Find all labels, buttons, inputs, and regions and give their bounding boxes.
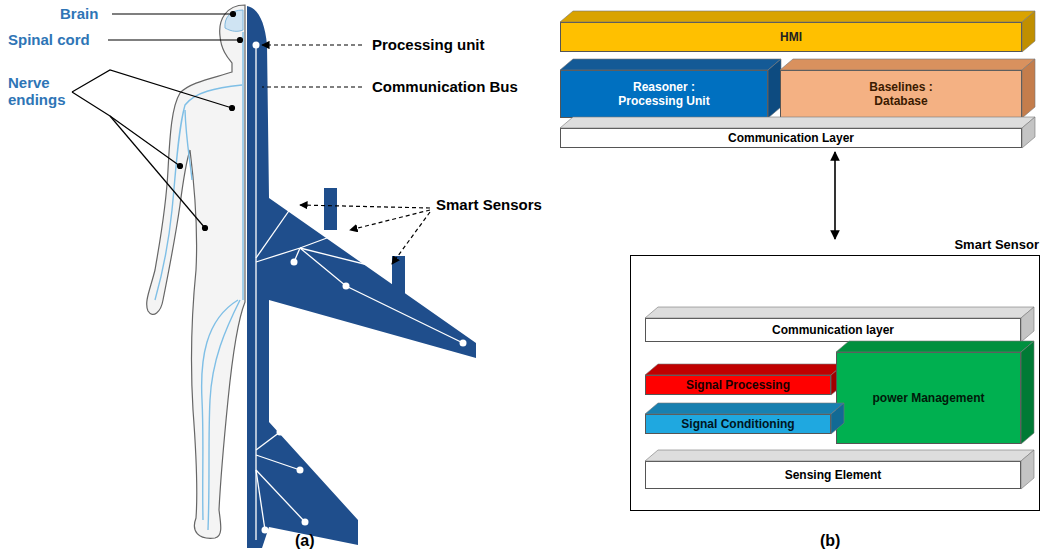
leader-lines bbox=[72, 12, 243, 231]
drawing-stroke bbox=[262, 527, 269, 534]
drawing-stroke bbox=[253, 42, 260, 49]
drawing-stroke bbox=[231, 12, 236, 17]
drawing-stroke bbox=[460, 340, 467, 347]
drawing-stroke bbox=[385, 267, 392, 274]
drawing-stroke bbox=[256, 455, 300, 470]
drawing-stroke bbox=[255, 45, 256, 540]
drawing-stroke bbox=[262, 44, 362, 45]
drawing-stroke bbox=[208, 300, 240, 530]
layer-slab: Sensing Element bbox=[645, 461, 1021, 489]
slab-top-face bbox=[780, 59, 1035, 70]
brain bbox=[225, 10, 243, 31]
part-label: Smart Sensors bbox=[436, 196, 542, 213]
drawing-stroke bbox=[256, 470, 305, 522]
slab-top-face bbox=[560, 11, 1035, 22]
slab-side-face bbox=[1021, 307, 1034, 342]
drawing-stroke bbox=[350, 210, 430, 230]
drawing-stroke bbox=[291, 259, 298, 266]
drawing-stroke bbox=[185, 110, 192, 180]
drawing-stroke bbox=[297, 467, 304, 474]
box-heading: Smart Sensor bbox=[954, 237, 1039, 253]
sensor-dot bbox=[253, 42, 467, 534]
dashed-arrows bbox=[262, 45, 430, 264]
layer-label: Communication Layer bbox=[728, 131, 854, 145]
anatomy-label: Spinal cord bbox=[8, 31, 90, 48]
engine-pylon bbox=[324, 188, 337, 230]
sensor-network bbox=[256, 45, 463, 540]
slab-top-face bbox=[645, 403, 844, 414]
drawing-stroke bbox=[256, 232, 343, 262]
drawing-stroke bbox=[290, 202, 297, 209]
drawing-stroke bbox=[392, 212, 430, 264]
drawing-stroke bbox=[72, 92, 180, 166]
drawing-stroke bbox=[230, 106, 235, 111]
slab-side-face bbox=[1021, 450, 1034, 489]
drawing-stroke bbox=[178, 164, 183, 169]
slab-top-face bbox=[836, 341, 1034, 352]
layer-slab: HMI bbox=[560, 22, 1022, 52]
anatomy-label: Nerve endings bbox=[8, 74, 70, 109]
layer-block: power Management bbox=[836, 352, 1021, 444]
layer-label: Sensing Element bbox=[785, 468, 882, 482]
drawing-stroke bbox=[343, 283, 350, 290]
layer-block: Signal Processing bbox=[645, 375, 831, 395]
layer-label: Signal Conditioning bbox=[681, 417, 794, 431]
drawing-stroke bbox=[256, 432, 280, 450]
layer-label: Signal Processing bbox=[686, 378, 790, 392]
slab-top-face bbox=[560, 59, 781, 70]
slab-side-face bbox=[1022, 117, 1035, 148]
layer-slab: Communication Layer bbox=[560, 128, 1022, 148]
drawing-stroke bbox=[112, 13, 233, 14]
layer-block: Reasoner : Processing Unit bbox=[560, 70, 768, 118]
drawing-stroke bbox=[242, 32, 243, 300]
engine-pylon bbox=[392, 256, 405, 302]
slab-side-face bbox=[1022, 59, 1035, 118]
drawing-stroke bbox=[300, 248, 463, 343]
layer-block: Signal Conditioning bbox=[645, 414, 831, 434]
layer-label: Baselines : Database bbox=[841, 80, 961, 109]
slab-side-face bbox=[1021, 341, 1034, 444]
drawing-stroke bbox=[110, 116, 205, 228]
sensor-housing: Communication layerSignal Processing powe… bbox=[630, 255, 1040, 511]
drawing-stroke bbox=[340, 229, 347, 236]
drawing-stroke bbox=[155, 85, 242, 300]
drawing-stroke bbox=[238, 38, 243, 43]
part-label: Processing unit bbox=[372, 36, 485, 53]
slab-top-face bbox=[560, 117, 1035, 128]
drawing-stroke bbox=[108, 39, 240, 40]
drawing-stroke bbox=[72, 70, 232, 108]
layer-label: HMI bbox=[780, 30, 802, 44]
layer-label: Communication layer bbox=[772, 323, 894, 337]
body-outline bbox=[147, 5, 245, 538]
slab-top-face bbox=[645, 450, 1034, 461]
drawing-stroke bbox=[300, 205, 430, 208]
drawing-stroke bbox=[277, 429, 284, 436]
slab-side-face bbox=[1022, 11, 1035, 52]
panel-caption: (a) bbox=[295, 532, 315, 550]
slab-side-face bbox=[831, 403, 844, 434]
double-arrow bbox=[834, 152, 836, 239]
layer-block: Baselines : Database bbox=[780, 70, 1022, 118]
part-label: Communication Bus bbox=[372, 78, 518, 95]
drawing-stroke bbox=[302, 519, 309, 526]
nerves bbox=[155, 32, 243, 530]
slab-top-face bbox=[645, 307, 1034, 318]
panel-caption: (b) bbox=[820, 532, 840, 550]
drawing-stroke bbox=[262, 86, 362, 87]
layer-slab: Communication layer bbox=[645, 318, 1021, 342]
drawing-stroke bbox=[256, 205, 293, 258]
layer-label: Reasoner : Processing Unit bbox=[604, 80, 724, 109]
human-figure bbox=[147, 5, 245, 538]
slab-top-face bbox=[645, 364, 844, 375]
anatomy-label: Brain bbox=[60, 5, 98, 22]
drawing-stroke bbox=[203, 226, 208, 231]
layer-label: power Management bbox=[872, 391, 984, 405]
drawing-stroke bbox=[202, 300, 238, 520]
